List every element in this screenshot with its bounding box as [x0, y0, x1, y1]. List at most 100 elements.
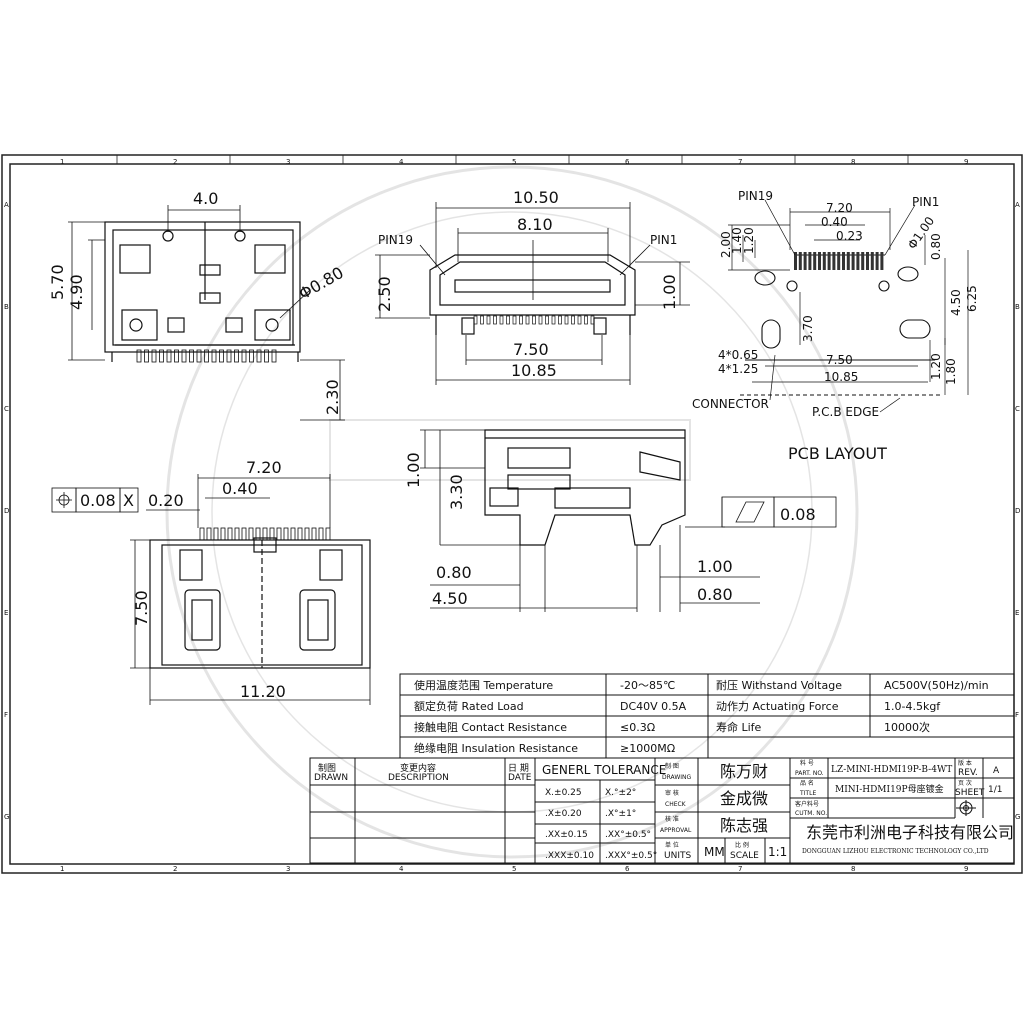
svg-text:MINI-HDMI19P母座镀金: MINI-HDMI19P母座镀金: [835, 783, 944, 795]
pcb-pad: [870, 252, 874, 270]
svg-text:金成微: 金成微: [720, 789, 768, 808]
grid-col-label: 5: [512, 158, 516, 166]
projection-symbol: [956, 800, 976, 816]
pcb-pad: [851, 252, 855, 270]
tolerance-cell: .XX°±0.5°: [605, 830, 651, 840]
grid-col-label: 5: [512, 865, 516, 873]
grid-row-label: G: [1015, 813, 1020, 821]
svg-text:客户料号: 客户料号: [795, 800, 819, 808]
dim-top-5-70: 5.70: [48, 264, 67, 300]
dim-pcb-1-20: 1.20: [742, 227, 756, 254]
pin: [136, 349, 142, 363]
svg-text:单 位: 单 位: [665, 841, 679, 849]
dim-bottom-0-20: 0.20: [148, 491, 184, 510]
pin: [241, 527, 247, 541]
svg-text:DRAWING: DRAWING: [662, 774, 692, 781]
svg-text:CUTM. NO.: CUTM. NO.: [795, 810, 827, 817]
dim-pcb-3-70: 3.70: [801, 315, 815, 342]
pin: [269, 527, 275, 541]
dim-top-4-0: 4.0: [193, 189, 218, 208]
pcb-pad: [842, 252, 845, 270]
grid-col-label: 3: [286, 865, 290, 873]
grid-col-label: 9: [964, 865, 968, 873]
grid-col-label: 8: [851, 865, 855, 873]
grid-col-label: 4: [399, 158, 404, 166]
pin: [219, 349, 224, 363]
dim-side-1-00-b: 1.00: [697, 557, 733, 576]
svg-text:LZ-MINI-HDMI19P-B-4WT: LZ-MINI-HDMI19P-B-4WT: [831, 765, 952, 775]
pin: [144, 349, 149, 363]
spec-cell: 动作力 Actuating Force: [716, 700, 839, 713]
dim-pcb-7-50: 7.50: [826, 353, 853, 367]
pin: [325, 527, 331, 541]
svg-text:1/1: 1/1: [988, 785, 1002, 795]
dim-top-2-30: 2.30: [323, 379, 342, 415]
pin: [493, 315, 497, 325]
front-view: [429, 254, 636, 335]
pin: [213, 527, 219, 541]
pin: [545, 315, 549, 325]
dim-pcb-4x1-25: 4*1.25: [718, 362, 758, 376]
grid-row-label: B: [4, 303, 9, 311]
front-view-pins: [473, 315, 595, 325]
pin: [538, 315, 543, 325]
spec-cell: AC500V(50Hz)/min: [884, 679, 989, 692]
svg-text:REV.: REV.: [958, 768, 978, 778]
pin: [564, 315, 569, 325]
pin: [189, 349, 194, 363]
grid-col-label: 6: [625, 158, 630, 166]
pin: [271, 349, 277, 363]
grid-row-label: C: [1015, 405, 1020, 413]
svg-text:制图: 制图: [318, 762, 336, 774]
pin: [234, 349, 239, 363]
pcb-pin1-label: PIN1: [912, 195, 939, 209]
grid-col-label: 6: [625, 865, 630, 873]
front-pin19-label: PIN19: [378, 233, 413, 247]
svg-text:陈志强: 陈志强: [720, 816, 768, 835]
dim-pcb-7-20: 7.20: [826, 201, 853, 215]
grid-col-label: 9: [964, 158, 968, 166]
spec-cell: ≥1000MΩ: [620, 742, 675, 755]
svg-text:版 本: 版 本: [958, 759, 972, 767]
svg-text:1:1: 1:1: [768, 845, 787, 859]
bottom-view-pins: [199, 527, 331, 541]
side-view-dimensions: [420, 429, 837, 612]
svg-text:MM: MM: [704, 845, 725, 859]
pin: [558, 315, 562, 325]
grid-col-label: 4: [399, 865, 404, 873]
pin: [262, 527, 268, 541]
grid-col-label: 7: [738, 158, 742, 166]
bottom-tolerance-x: X: [123, 491, 134, 510]
svg-text:CHECK: CHECK: [665, 801, 687, 808]
svg-text:DRAWN: DRAWN: [314, 773, 348, 783]
top-view: [104, 221, 301, 362]
svg-text:变更内容: 变更内容: [400, 762, 436, 774]
pin: [480, 315, 484, 325]
dim-pcb-4x0-65: 4*0.65: [718, 348, 758, 362]
spec-cell: 额定负荷 Rated Load: [414, 699, 524, 713]
dim-pcb-4-50: 4.50: [949, 289, 963, 316]
svg-text:比 例: 比 例: [735, 841, 749, 849]
grid-col-label: 1: [60, 158, 64, 166]
pin: [204, 349, 209, 363]
pin: [577, 315, 582, 325]
spec-cell: ≤0.3Ω: [620, 721, 655, 734]
pin: [211, 349, 217, 363]
pin: [174, 349, 179, 363]
pin: [525, 315, 530, 325]
pin: [584, 315, 588, 325]
spec-cell: 绝缘电阻 Insulation Resistance: [414, 741, 578, 755]
grid-col-label: 3: [286, 158, 290, 166]
side-view: [484, 429, 686, 546]
tolerance-cell: X.°±2°: [605, 788, 636, 798]
pin: [196, 349, 202, 363]
dim-front-7-50: 7.50: [513, 340, 549, 359]
dim-pcb-0-23: 0.23: [836, 229, 863, 243]
pin: [506, 315, 510, 325]
pcb-pad: [866, 252, 869, 270]
svg-text:TITLE: TITLE: [799, 790, 816, 797]
dim-bottom-0-40: 0.40: [222, 479, 258, 498]
spec-cell: DC40V 0.5A: [620, 700, 687, 713]
pin: [532, 315, 536, 325]
pin: [256, 349, 262, 363]
